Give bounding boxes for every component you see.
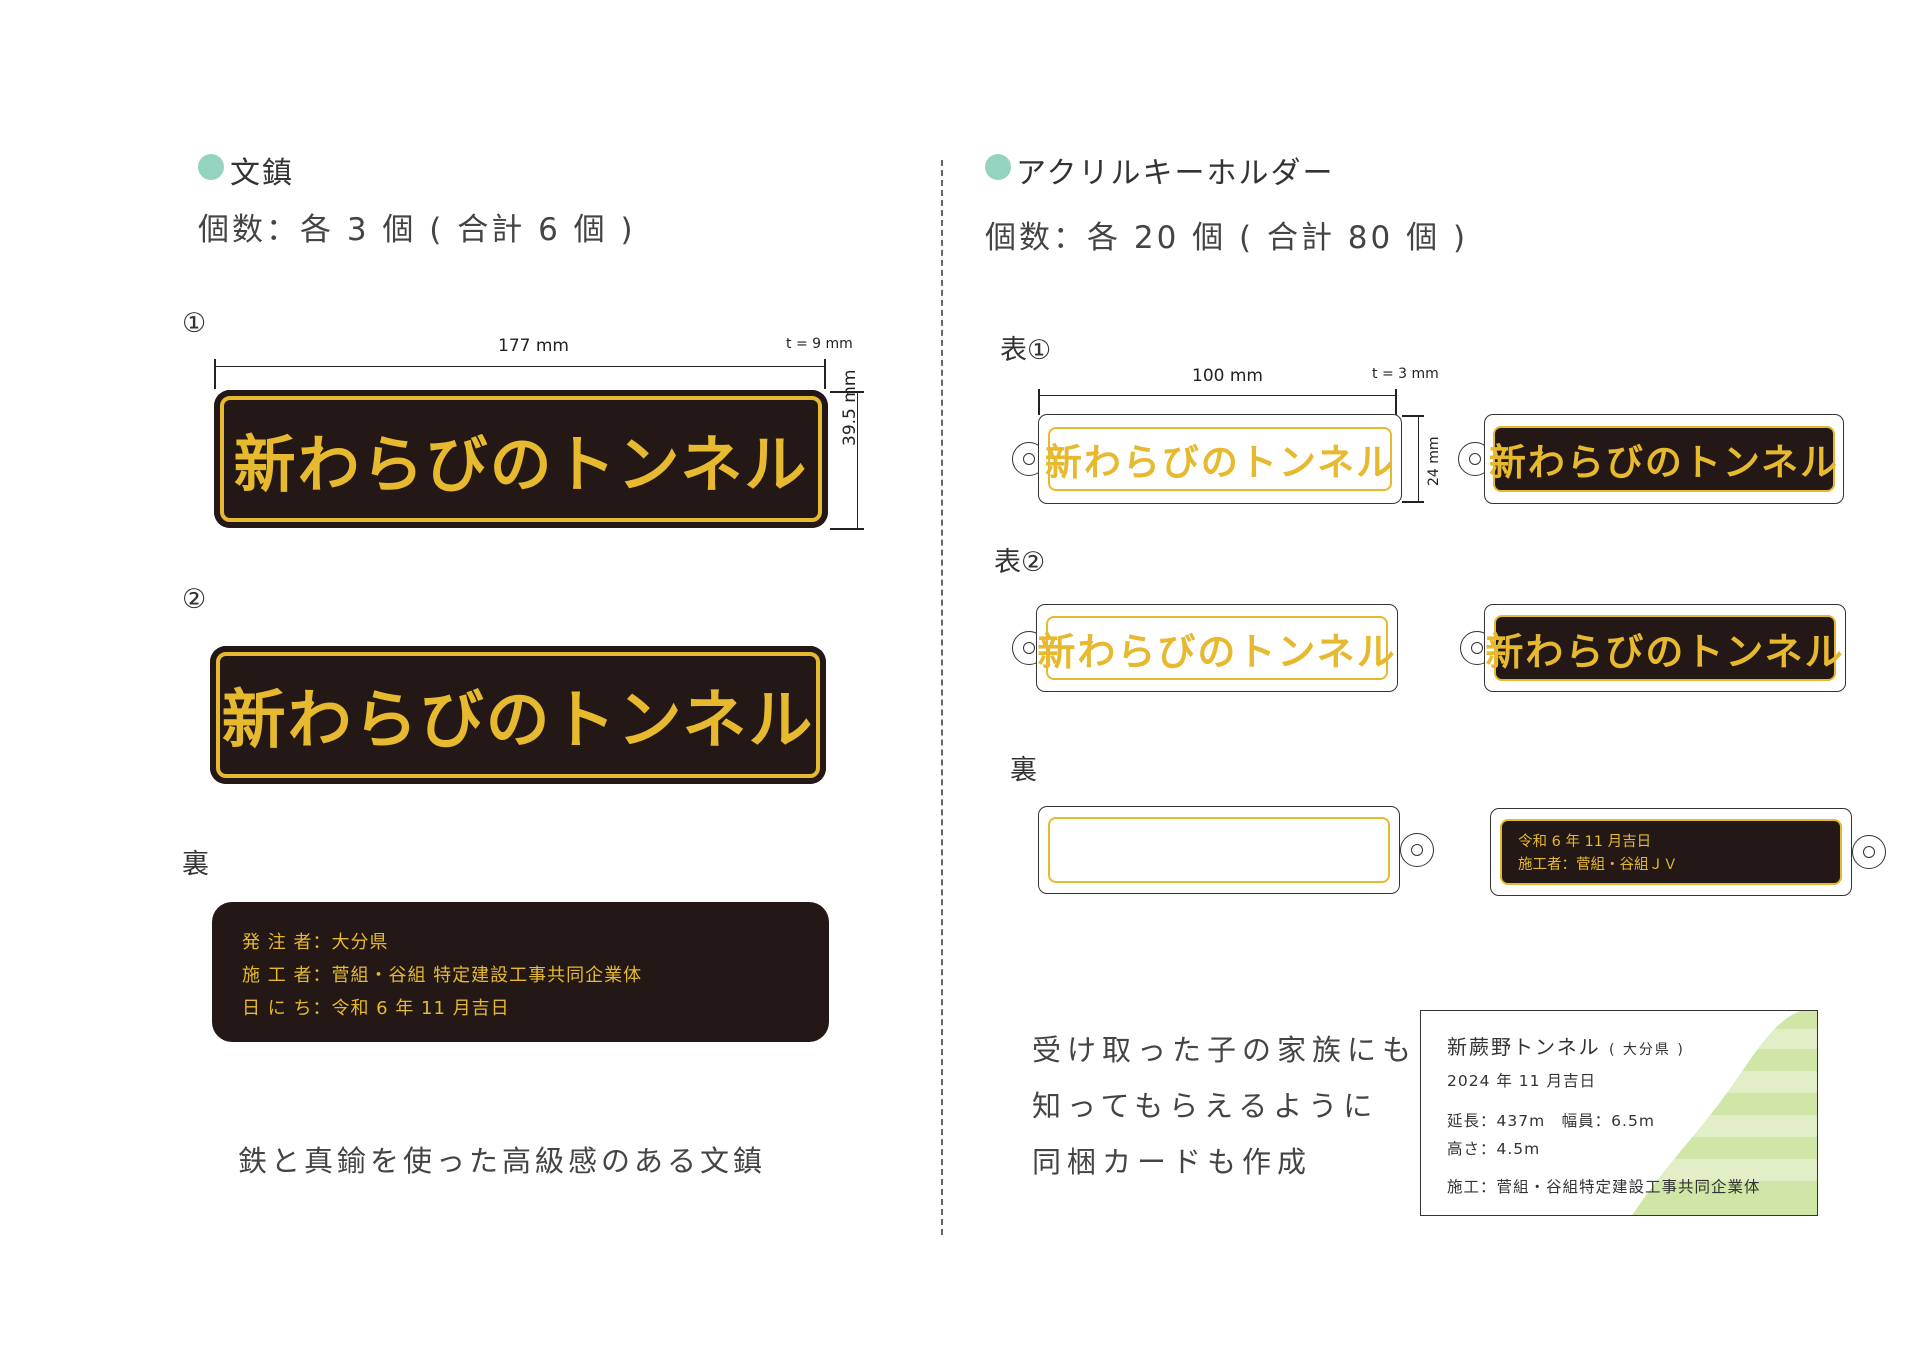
width-dimension: 177 mm [498,336,569,356]
gold-frame-empty [1048,817,1390,883]
dimension-tick [824,359,826,389]
enclosed-card: 新蕨野トンネル ( 大分県 ) 2024 年 11 月吉日 延長：437m 幅員… [1420,1010,1818,1216]
keyholder-front1-dark: 新わらびのトンネル [1458,414,1844,504]
keyholder-front2-dark-text: 新わらびのトンネル [1485,628,1845,674]
card-title-main: 新蕨野トンネル [1447,1035,1601,1059]
back-line-builder: 施 工 者：菅組・谷組 特定建設工事共同企業体 [242,965,643,986]
kh-width-dimension-line [1038,395,1395,396]
keyholder-front2-clear-text: 新わらびのトンネル [1037,628,1397,674]
paperweight-1: 新わらびのトンネル [214,390,828,528]
kh-thickness-dimension: t = 3 mm [1372,366,1439,382]
card-title-sub: ( 大分県 ) [1608,1042,1685,1058]
keyholder-title: アクリルキーホルダー [1016,156,1335,191]
dimension-tick [1395,389,1397,415]
kh-height-dimension-line [1418,416,1419,502]
paperweight-back-label: 裏 [182,849,209,880]
card-title: 新蕨野トンネル ( 大分県 ) [1447,1031,1685,1060]
front1-label: 表① [1000,335,1052,366]
paperweight-caption: 鉄と真鍮を使った高級感のある文鎮 [238,1144,767,1178]
paperweight-2-frame: 新わらびのトンネル [216,652,820,778]
dimension-tick [1038,389,1040,415]
bullet-dot [985,154,1011,180]
dimension-tick [830,391,864,393]
keyholder-back-clear [1038,806,1434,894]
keyholder-caption: 受け取った子の家族にも 知ってもらえるように 同梱カードも作成 [1032,1022,1417,1190]
dimension-tick [214,359,216,389]
paperweight-2: 新わらびのトンネル [210,646,826,784]
key-ring-hole [1469,453,1481,465]
key-ring-hole [1023,642,1035,654]
caption-line-2: 知ってもらえるように [1032,1089,1379,1123]
paperweight-1-text: 新わらびのトンネル [233,428,809,501]
key-ring-hole [1471,642,1483,654]
height-dimension: 39.5 mm [840,369,860,446]
paperweight-1-frame: 新わらびのトンネル [220,396,822,522]
key-ring-hole [1411,844,1423,856]
acrylic-body [1036,604,1398,692]
key-ring-hole [1863,846,1875,858]
dark-plate: 新わらびのトンネル [1485,615,1843,681]
keyholder-count: 個数：各 20 個 ( 合計 80 個 ) [985,220,1469,256]
card-builder: 施工：菅組・谷組特定建設工事共同企業体 [1447,1178,1761,1196]
kh-back-date: 令和 6 年 11 月吉日 [1518,834,1652,850]
dark-back-plate: 令和 6 年 11 月吉日 施工者：菅組・谷組ＪＶ [1500,819,1842,885]
item2-label: ② [182,584,207,615]
caption-line-3: 同梱カードも作成 [1032,1145,1313,1179]
dimension-tick [1402,415,1424,417]
kh-width-dimension: 100 mm [1192,366,1263,386]
thickness-dimension: t = 9 mm [786,336,853,352]
keyholder-back-dark: 令和 6 年 11 月吉日 施工者：菅組・谷組ＪＶ [1490,808,1886,896]
front2-label: 表② [994,547,1046,578]
gold-frame: 新わらびのトンネル [1044,427,1396,491]
card-spec2: 高さ：4.5m [1447,1140,1541,1158]
kh-back-builder: 施工者：菅組・谷組ＪＶ [1518,857,1678,873]
dimension-tick [1402,501,1424,503]
paperweight-title: 文鎮 [230,156,294,191]
bullet-dot [198,154,224,180]
key-ring-hole [1023,453,1035,465]
paperweight-back: 発 注 者：大分県 施 工 者：菅組・谷組 特定建設工事共同企業体 日 に ち：… [212,902,829,1042]
back-line-orderer: 発 注 者：大分県 [242,932,389,953]
caption-line-1: 受け取った子の家族にも [1032,1033,1418,1067]
kh-height-dimension: 24 mm [1426,436,1442,486]
dimension-tick [830,528,864,530]
keyholder-front2-dark: 新わらびのトンネル [1460,604,1846,692]
keyholder-front2-clear: 新わらびのトンネル [1012,604,1398,692]
card-green-wave [1631,1011,1817,1215]
acrylic-body [1038,806,1400,894]
card-spec1: 延長：437m 幅員：6.5m [1447,1112,1655,1130]
height-dimension-line [857,392,858,529]
keyholder-front1-dark-text: 新わらびのトンネル [1488,440,1840,484]
back-line-date: 日 に ち：令和 6 年 11 月吉日 [242,998,510,1019]
paperweight-2-text: 新わらびのトンネル [221,683,815,758]
item1-label: ① [182,308,207,339]
keyholder-front1-clear: 新わらびのトンネル [1012,414,1402,504]
card-date: 2024 年 11 月吉日 [1447,1072,1596,1090]
column-divider [941,160,943,1235]
keyholder-front1-clear-text: 新わらびのトンネル [1044,440,1396,484]
gold-frame: 新わらびのトンネル [1037,616,1395,680]
dark-plate: 新わらびのトンネル [1489,426,1837,492]
paperweight-count: 個数：各 3 個 ( 合計 6 個 ) [198,212,636,248]
width-dimension-line [215,366,825,367]
keyholder-back-label: 裏 [1010,755,1037,786]
